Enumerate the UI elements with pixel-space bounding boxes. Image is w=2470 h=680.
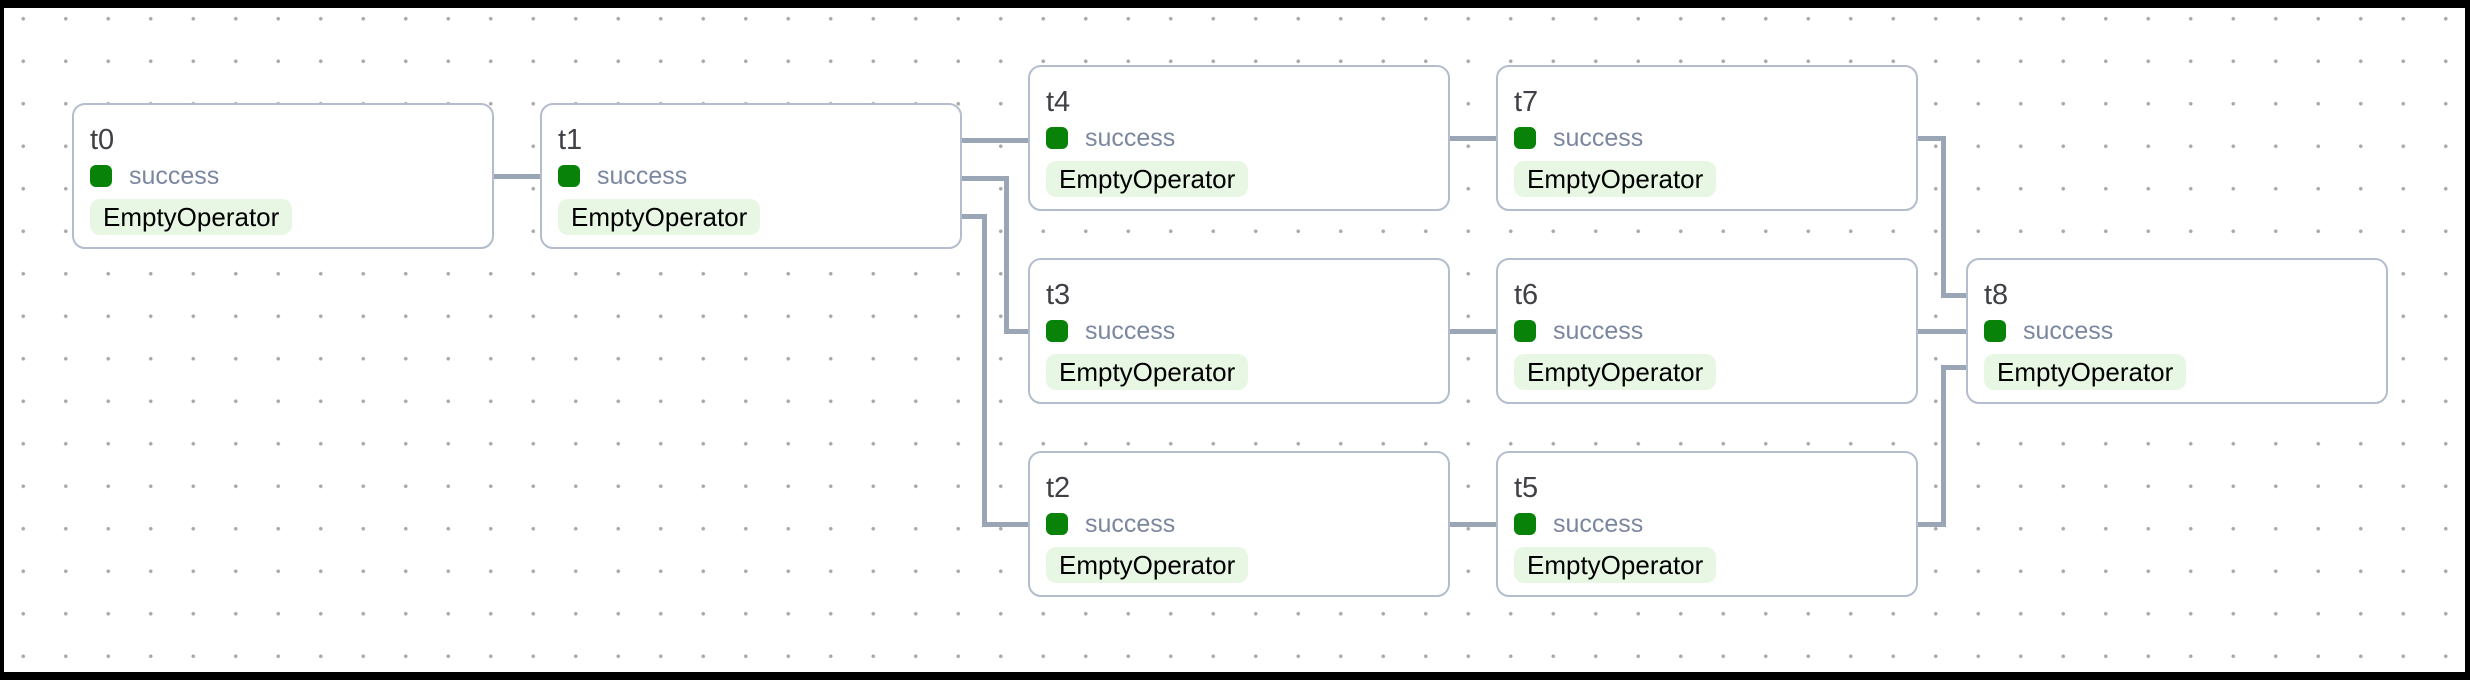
success-status-icon <box>90 165 112 187</box>
dag-edge-t1-t2 <box>981 521 1031 527</box>
task-status-row: success <box>1514 317 1643 345</box>
task-name: t2 <box>1046 472 1071 504</box>
success-status-icon <box>1046 127 1068 149</box>
task-status-row: success <box>1046 124 1175 152</box>
dag-edge-t1-t3 <box>959 175 1009 181</box>
dag-edge-t1-t3 <box>1003 175 1009 334</box>
task-status-row: success <box>1046 510 1175 538</box>
task-node-t4[interactable]: t4 success EmptyOperator <box>1028 65 1450 211</box>
task-name: t8 <box>1984 279 2009 311</box>
task-status-row: success <box>558 162 687 190</box>
dag-edge-t5-t8 <box>1915 521 1946 527</box>
task-node-t7[interactable]: t7 success EmptyOperator <box>1496 65 1918 211</box>
task-node-t0[interactable]: t0 success EmptyOperator <box>72 103 494 249</box>
success-status-icon <box>1984 320 2006 342</box>
task-node-t6[interactable]: t6 success EmptyOperator <box>1496 258 1918 404</box>
dag-edge-t2-t5 <box>1447 521 1499 527</box>
operator-badge: EmptyOperator <box>1046 354 1249 390</box>
task-status-row: success <box>1514 510 1643 538</box>
task-name: t5 <box>1514 472 1539 504</box>
operator-badge: EmptyOperator <box>558 199 761 235</box>
task-state-label: success <box>1553 123 1644 152</box>
dag-edge-t5-t8 <box>1940 364 1946 527</box>
task-name: t3 <box>1046 279 1071 311</box>
task-state-label: success <box>1553 509 1644 538</box>
dag-edge-t0-t1 <box>491 173 543 179</box>
task-state-label: success <box>1553 316 1644 345</box>
dag-edge-t1-t2 <box>959 213 987 219</box>
task-node-t3[interactable]: t3 success EmptyOperator <box>1028 258 1450 404</box>
operator-badge: EmptyOperator <box>1046 161 1249 197</box>
dag-edge-t6-t8 <box>1915 328 1969 334</box>
operator-badge: EmptyOperator <box>1514 354 1717 390</box>
dag-edge-t1-t2 <box>981 213 987 527</box>
operator-badge: EmptyOperator <box>1984 354 2187 390</box>
task-name: t4 <box>1046 86 1071 118</box>
operator-badge: EmptyOperator <box>1514 161 1717 197</box>
task-state-label: success <box>129 161 220 190</box>
task-name: t7 <box>1514 86 1539 118</box>
operator-badge: EmptyOperator <box>90 199 293 235</box>
task-name: t0 <box>90 124 115 156</box>
task-name: t6 <box>1514 279 1539 311</box>
dag-edge-t4-t7 <box>1447 135 1499 141</box>
operator-badge: EmptyOperator <box>1046 547 1249 583</box>
task-state-label: success <box>1085 316 1176 345</box>
task-node-t2[interactable]: t2 success EmptyOperator <box>1028 451 1450 597</box>
task-status-row: success <box>1046 317 1175 345</box>
success-status-icon <box>1046 513 1068 535</box>
task-node-t5[interactable]: t5 success EmptyOperator <box>1496 451 1918 597</box>
dag-edge-t3-t6 <box>1447 328 1499 334</box>
success-status-icon <box>558 165 580 187</box>
task-state-label: success <box>597 161 688 190</box>
task-status-row: success <box>1984 317 2113 345</box>
success-status-icon <box>1046 320 1068 342</box>
dag-edge-t1-t3 <box>1003 328 1031 334</box>
task-status-row: success <box>1514 124 1643 152</box>
dag-edge-t7-t8 <box>1940 292 1969 298</box>
dag-edge-t7-t8 <box>1940 135 1946 298</box>
task-node-t8[interactable]: t8 success EmptyOperator <box>1966 258 2388 404</box>
task-name: t1 <box>558 124 583 156</box>
task-node-t1[interactable]: t1 success EmptyOperator <box>540 103 962 249</box>
task-state-label: success <box>2023 316 2114 345</box>
dag-edge-t5-t8 <box>1940 364 1969 370</box>
operator-badge: EmptyOperator <box>1514 547 1717 583</box>
success-status-icon <box>1514 513 1536 535</box>
task-state-label: success <box>1085 123 1176 152</box>
success-status-icon <box>1514 320 1536 342</box>
success-status-icon <box>1514 127 1536 149</box>
task-status-row: success <box>90 162 219 190</box>
dag-edge-t1-t4 <box>959 137 1031 143</box>
task-state-label: success <box>1085 509 1176 538</box>
dag-edge-t7-t8 <box>1915 135 1946 141</box>
